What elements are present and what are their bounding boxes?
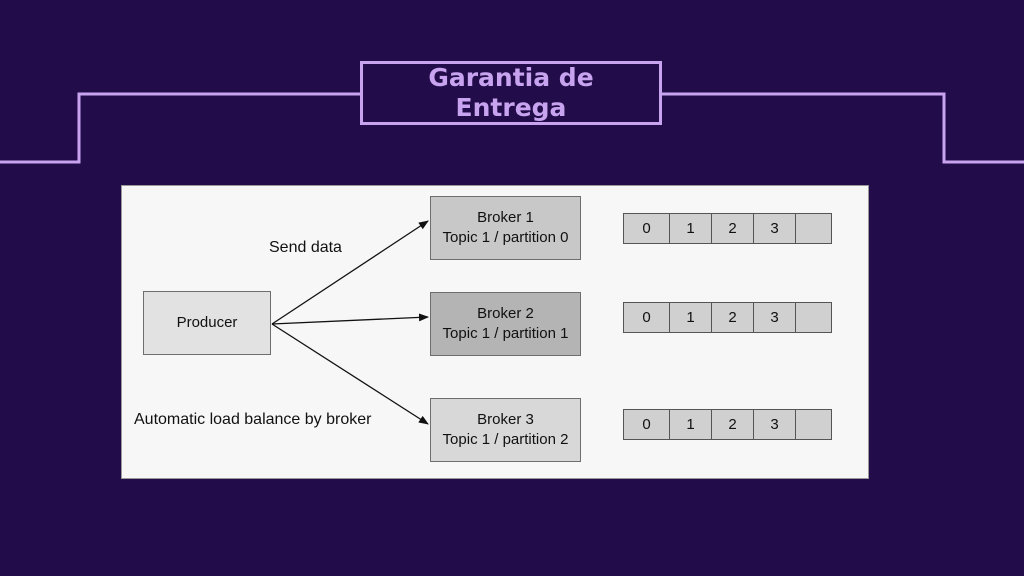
slide-title-line-2: Entrega: [455, 93, 567, 122]
broker-3-name: Broker 3: [477, 411, 534, 428]
log-cell: 2: [711, 409, 754, 440]
log-cell: 1: [669, 302, 712, 333]
log-cell-empty: [795, 302, 832, 333]
partition-2-log: 0 1 2 3: [623, 409, 832, 440]
arrow-to-broker-1: [271, 220, 429, 325]
broker-3-box: Broker 3 Topic 1 / partition 2: [430, 398, 581, 462]
log-cell: 3: [753, 302, 796, 333]
arrows: [271, 220, 429, 425]
diagram-panel: Send data Automatic load balance by brok…: [121, 185, 869, 479]
broker-1-topic: Topic 1 / partition 0: [442, 229, 569, 246]
log-cell-empty: [795, 409, 832, 440]
log-cell: 0: [623, 213, 670, 244]
broker-3-topic: Topic 1 / partition 2: [442, 431, 569, 448]
log-cell-empty: [795, 213, 832, 244]
partition-1-log: 0 1 2 3: [623, 302, 832, 333]
slide-title-line-1: Garantia de: [428, 63, 594, 92]
producer-label: Producer: [176, 314, 238, 331]
log-cell: 0: [623, 409, 670, 440]
send-data-label: Send data: [269, 239, 342, 256]
log-cell: 1: [669, 213, 712, 244]
log-cell: 2: [711, 213, 754, 244]
producer-box: Producer: [143, 291, 271, 355]
broker-1-name: Broker 1: [477, 209, 534, 226]
log-cell: 1: [669, 409, 712, 440]
arrow-to-broker-3: [271, 323, 429, 425]
broker-1-box: Broker 1 Topic 1 / partition 0: [430, 196, 581, 260]
broker-2-box: Broker 2 Topic 1 / partition 1: [430, 292, 581, 356]
broker-2-name: Broker 2: [477, 305, 534, 322]
log-cell: 3: [753, 213, 796, 244]
partition-0-log: 0 1 2 3: [623, 213, 832, 244]
log-cell: 0: [623, 302, 670, 333]
log-cell: 3: [753, 409, 796, 440]
slide-title: Garantia de Entrega: [360, 61, 662, 125]
broker-2-topic: Topic 1 / partition 1: [442, 325, 569, 342]
log-cell: 2: [711, 302, 754, 333]
arrow-to-broker-2: [271, 313, 429, 325]
load-balance-label: Automatic load balance by broker: [134, 411, 372, 428]
